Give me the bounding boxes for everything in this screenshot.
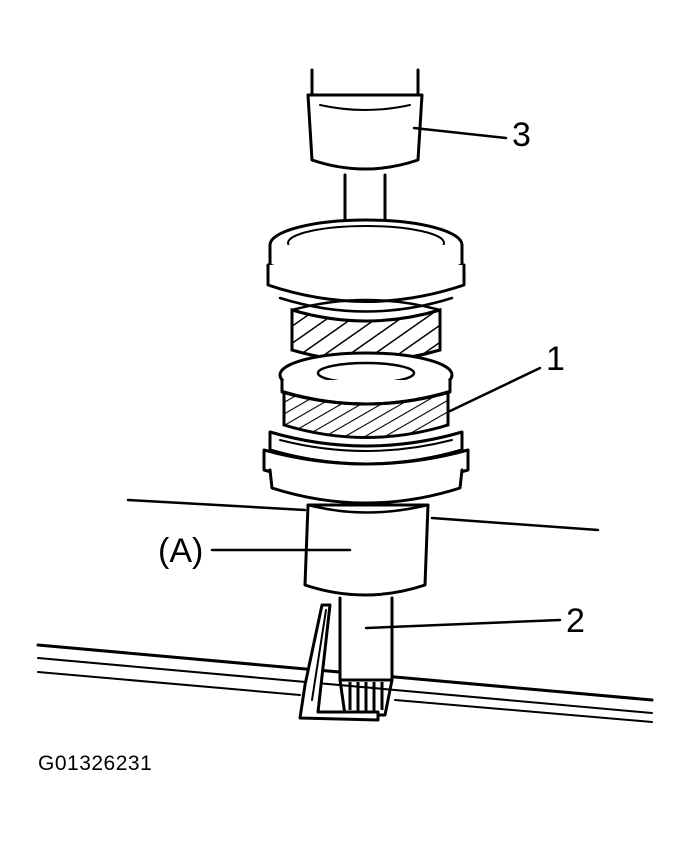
shaft-2	[298, 596, 394, 722]
figure-id: G01326231	[38, 752, 153, 775]
installer-tool-a	[303, 503, 430, 597]
upper-ring	[266, 218, 466, 313]
lower-hub-ring	[262, 430, 470, 505]
bearing-gear-1	[278, 351, 454, 439]
callout-1: 1	[546, 340, 565, 378]
support-plate-line	[126, 498, 600, 532]
leader-lines	[210, 126, 562, 630]
callout-2: 2	[566, 602, 585, 640]
press-ram-3	[306, 68, 424, 257]
callout-a: (A)	[158, 532, 204, 570]
upper-helical-gear	[290, 298, 442, 363]
callout-3: 3	[512, 116, 531, 154]
